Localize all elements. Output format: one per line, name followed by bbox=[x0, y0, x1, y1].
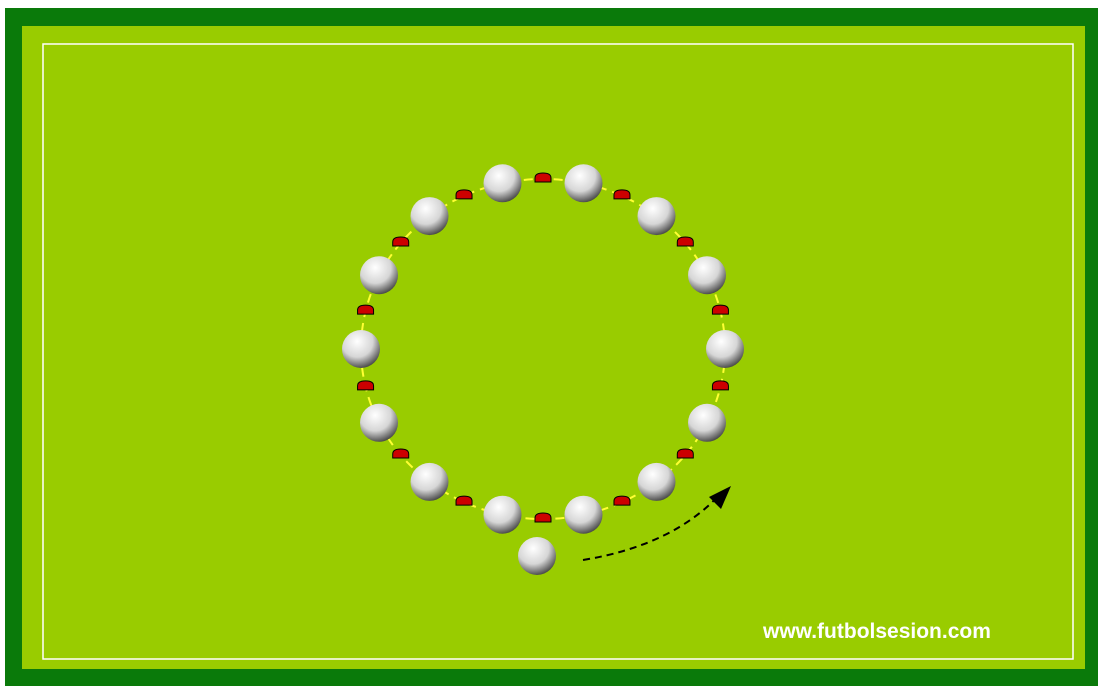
player-marker bbox=[360, 404, 398, 442]
cone-marker bbox=[358, 381, 374, 390]
cone-marker bbox=[535, 173, 551, 182]
cone-marker bbox=[712, 305, 728, 314]
player-marker bbox=[342, 330, 380, 368]
outside-player bbox=[518, 537, 556, 575]
cone-marker bbox=[393, 449, 409, 458]
player-marker bbox=[638, 197, 676, 235]
player-marker bbox=[638, 463, 676, 501]
player-marker bbox=[484, 496, 522, 534]
cone-marker bbox=[677, 449, 693, 458]
cone-marker bbox=[614, 190, 630, 199]
cone-marker bbox=[614, 496, 630, 505]
player-marker bbox=[565, 164, 603, 202]
website-watermark: www.futbolsesion.com bbox=[762, 620, 991, 643]
cone-marker bbox=[712, 381, 728, 390]
player-marker bbox=[360, 256, 398, 294]
cone-marker bbox=[456, 496, 472, 505]
cone-marker bbox=[456, 190, 472, 199]
pitch-surface bbox=[22, 26, 1085, 669]
player-marker bbox=[565, 496, 603, 534]
player-marker bbox=[411, 463, 449, 501]
cone-marker bbox=[535, 513, 551, 522]
player-marker bbox=[484, 164, 522, 202]
player-marker bbox=[688, 256, 726, 294]
player-marker bbox=[411, 197, 449, 235]
player-marker bbox=[706, 330, 744, 368]
cone-marker bbox=[677, 237, 693, 246]
cone-marker bbox=[358, 305, 374, 314]
player-marker bbox=[688, 404, 726, 442]
cone-marker bbox=[393, 237, 409, 246]
